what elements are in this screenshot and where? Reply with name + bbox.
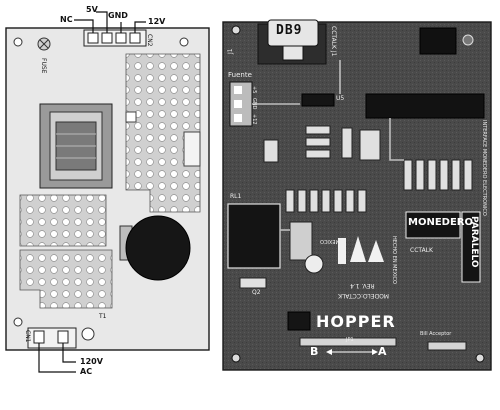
- label-fuente: Fuente: [228, 71, 252, 79]
- power-supply-board: [5, 11, 210, 373]
- hopper-header: [299, 337, 397, 347]
- label-12v: 12V: [148, 17, 166, 26]
- copper-area-bottom: [19, 249, 113, 309]
- relay-rl1: [227, 203, 281, 269]
- regulator: [183, 131, 201, 167]
- label-side-text: INTERFACE MONEDERO ELECTRONICO: [481, 120, 487, 216]
- terminal-block: [289, 221, 313, 261]
- label-t1: T1: [99, 313, 107, 320]
- label-db9: DB9: [276, 23, 303, 38]
- electrolytic-capacitor: [125, 215, 191, 281]
- mount-hole: [231, 25, 241, 35]
- label-u5: U5: [336, 95, 345, 102]
- mount-hole: [475, 353, 485, 363]
- diode: [341, 127, 353, 159]
- label-hecho: HECHO EN MEXICO: [391, 236, 397, 284]
- monedero-connector: [405, 211, 461, 239]
- label-mexico: MEXICO: [320, 238, 340, 244]
- label-monedero: MONEDERO: [408, 217, 473, 228]
- label-j1-left: J1: [227, 48, 234, 54]
- transistor-q1: [304, 254, 324, 274]
- label-b: B: [310, 345, 319, 358]
- label-q2: Q2: [252, 289, 261, 296]
- mount-hole: [179, 37, 189, 47]
- label-cn1: CN1: [24, 330, 31, 343]
- wire-12v: [134, 21, 146, 33]
- logo: [338, 236, 384, 264]
- label-cn2: CN2: [146, 34, 153, 47]
- label-fuse: FUSE: [40, 58, 47, 74]
- label-a: A: [378, 345, 387, 358]
- label-jp1: JP1: [346, 337, 354, 343]
- mount-hole: [81, 327, 95, 341]
- paralelo-connector: [461, 211, 481, 283]
- capacitor: [263, 139, 279, 163]
- transistor: [359, 129, 381, 161]
- resistor-row-mid: [285, 189, 367, 213]
- label-cctalk: CCTALK: [410, 247, 433, 254]
- label-model: MODELO:CCTALK: [338, 292, 390, 299]
- copper-area-mid: [19, 194, 107, 247]
- mount-hole: [231, 353, 241, 363]
- label-cctalk-j1: CCTALK J1: [330, 26, 337, 57]
- mount-hole: [13, 37, 23, 47]
- wire-5v: [96, 11, 108, 33]
- copper-area-right: [125, 53, 201, 213]
- wire-ac: [38, 343, 76, 373]
- label-gnd: GND: [108, 11, 128, 20]
- controller-board-outline: [222, 21, 492, 371]
- q2-part: [239, 277, 267, 289]
- label-120v: 120V: [80, 357, 103, 366]
- label-bill: Bill Acceptor: [420, 331, 452, 337]
- label-fuente-pin2: GND: [251, 98, 257, 110]
- resistor-row: [403, 159, 473, 191]
- label-ac: AC: [80, 367, 93, 376]
- controller-board: [222, 19, 492, 371]
- resistor: [305, 149, 331, 159]
- label-5v: 5V: [86, 5, 98, 14]
- ic-top-right: [419, 27, 457, 55]
- label-nc: NC: [60, 15, 73, 24]
- label-rev: REV. 1.4: [350, 282, 375, 289]
- label-fuente-pin1: +5: [251, 86, 257, 94]
- label-rl1: RL1: [230, 193, 242, 200]
- microcontroller: [365, 93, 485, 119]
- bill-header: [427, 341, 467, 351]
- mount-hole: [13, 317, 23, 327]
- resistor: [305, 137, 331, 147]
- trace: [389, 118, 404, 161]
- label-hopper: HOPPER: [316, 312, 396, 331]
- wire-nc: [74, 19, 94, 33]
- resistor: [305, 125, 331, 135]
- wire-120v: [62, 343, 76, 363]
- hopper-ic: [287, 311, 311, 331]
- label-fuente-pin3: +12: [251, 114, 257, 125]
- u5-ic: [301, 93, 335, 107]
- label-paralelo: PARALELO: [469, 216, 479, 268]
